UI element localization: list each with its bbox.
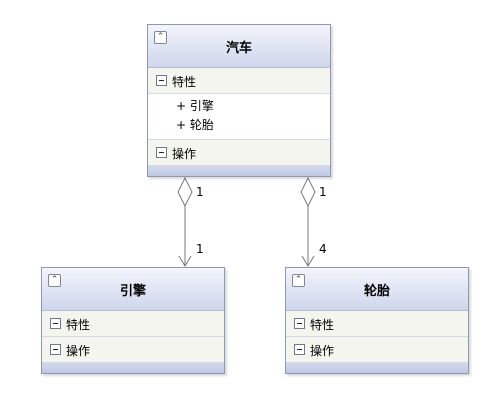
minus-box-icon[interactable] [294, 344, 305, 355]
arrowhead-icon [178, 255, 192, 267]
section-label: 特性 [310, 318, 335, 332]
class-name: 引擎 [119, 284, 146, 299]
class-shape-tire[interactable]: ⌃ 轮胎 特性 操作 [285, 267, 469, 374]
arrowhead-icon [301, 255, 315, 267]
source-multiplicity: 1 [319, 185, 327, 199]
target-multiplicity: 1 [196, 242, 204, 256]
double-chevron-up-icon[interactable]: ⌃ [48, 274, 61, 287]
operations-section-header[interactable]: 操作 [148, 140, 330, 166]
properties-section-header[interactable]: 特性 [148, 68, 330, 94]
minus-box-icon[interactable] [294, 318, 305, 329]
section-label: 操作 [172, 147, 197, 161]
member-list: + 引擎 + 轮胎 [148, 94, 330, 140]
class-name: 轮胎 [363, 284, 390, 299]
class-footer [42, 363, 224, 373]
aggregation-diamond-icon [300, 176, 316, 208]
properties-section-header[interactable]: 特性 [42, 311, 224, 337]
minus-box-icon[interactable] [156, 75, 167, 86]
minus-box-icon[interactable] [50, 318, 61, 329]
member-item[interactable]: + 轮胎 [176, 118, 214, 132]
class-header[interactable]: ⌃ 轮胎 [286, 268, 468, 311]
class-footer [148, 166, 330, 176]
target-multiplicity: 4 [319, 242, 327, 256]
section-label: 特性 [172, 75, 197, 89]
aggregation-diamond-icon [177, 176, 193, 208]
section-label: 操作 [310, 344, 335, 358]
minus-box-icon[interactable] [156, 147, 167, 158]
member-item[interactable]: + 引擎 [176, 99, 214, 113]
source-multiplicity: 1 [196, 185, 204, 199]
section-label: 特性 [66, 318, 91, 332]
double-chevron-up-icon[interactable]: ⌃ [292, 274, 305, 287]
minus-box-icon[interactable] [50, 344, 61, 355]
class-header[interactable]: ⌃ 汽车 [148, 25, 330, 68]
class-shape-engine[interactable]: ⌃ 引擎 特性 操作 [41, 267, 225, 374]
association-car-tire [300, 176, 316, 267]
operations-section-header[interactable]: 操作 [286, 337, 468, 363]
double-chevron-up-icon[interactable]: ⌃ [154, 31, 167, 44]
section-label: 操作 [66, 344, 91, 358]
class-shape-car[interactable]: ⌃ 汽车 特性 + 引擎 + 轮胎 操作 [147, 24, 331, 177]
operations-section-header[interactable]: 操作 [42, 337, 224, 363]
class-header[interactable]: ⌃ 引擎 [42, 268, 224, 311]
class-name: 汽车 [225, 41, 252, 56]
properties-section-header[interactable]: 特性 [286, 311, 468, 337]
class-footer [286, 363, 468, 373]
association-car-engine [177, 176, 193, 267]
